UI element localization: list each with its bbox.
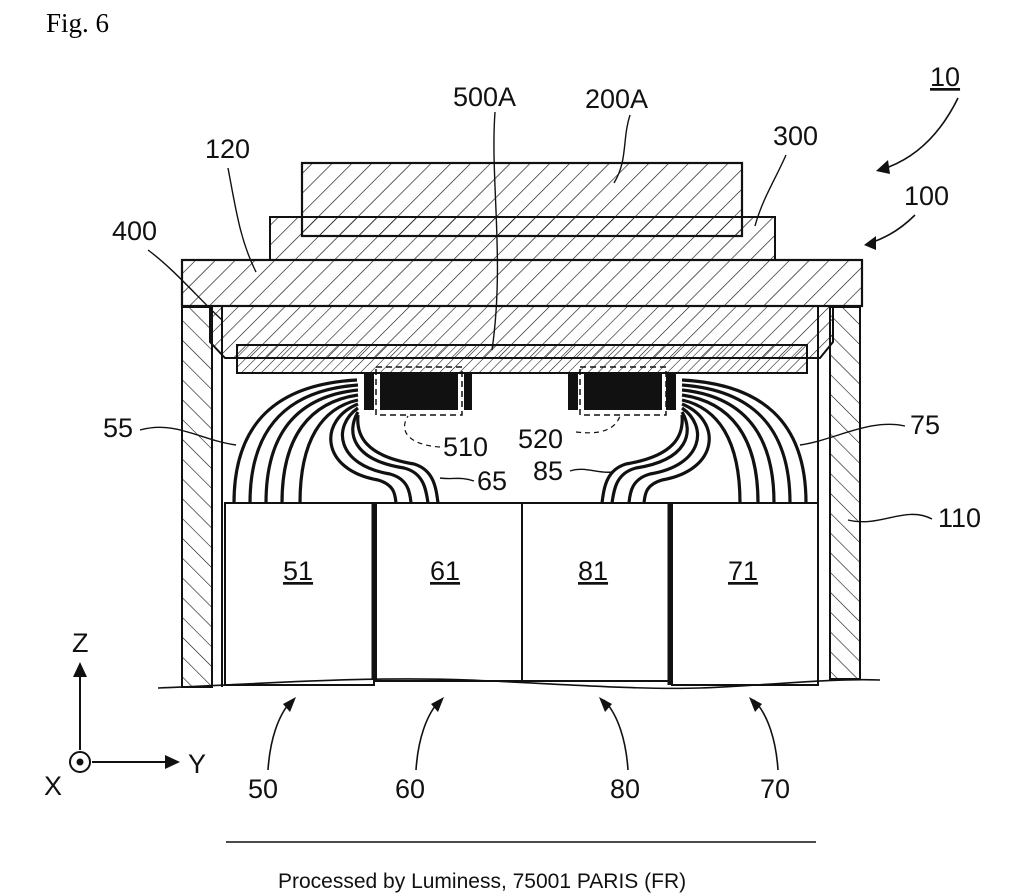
y-arrowhead xyxy=(165,755,180,769)
lid-120 xyxy=(182,260,862,306)
label-board: 500A xyxy=(453,82,516,112)
leader-spacer xyxy=(755,155,786,226)
module-71 xyxy=(672,503,818,685)
arrowhead-device-ref xyxy=(876,160,890,174)
label-group-50: 50 xyxy=(248,774,278,804)
label-cable-mid-right: 85 xyxy=(533,456,563,486)
leader-cable-mid-right xyxy=(570,469,612,472)
label-module-61: 61 xyxy=(430,556,460,586)
leader-device-ref xyxy=(880,98,958,170)
leader-lid xyxy=(228,168,256,272)
leader-chip-left xyxy=(405,416,440,447)
label-module-51: 51 xyxy=(283,556,313,586)
label-lid: 120 xyxy=(205,134,250,164)
label-module-71: 71 xyxy=(728,556,758,586)
group-50: 50 xyxy=(248,697,296,804)
label-cable-mid-left: 65 xyxy=(477,466,507,496)
footer-text: Processed by Luminess, 75001 PARIS (FR) xyxy=(278,870,686,893)
figure-title: Fig. 6 xyxy=(46,8,109,38)
leader-chip-right xyxy=(576,416,620,433)
chip-200A xyxy=(302,163,742,236)
label-cable-left: 55 xyxy=(103,413,133,443)
group-60: 60 xyxy=(395,697,444,804)
group-80: 80 xyxy=(599,697,640,804)
z-arrowhead xyxy=(73,662,87,677)
group-70: 70 xyxy=(749,697,790,804)
label-housing: 100 xyxy=(904,181,949,211)
label-group-80: 80 xyxy=(610,774,640,804)
label-module-81: 81 xyxy=(578,556,608,586)
chip-510 xyxy=(364,367,472,415)
label-spacer: 300 xyxy=(773,121,818,151)
board-500A xyxy=(237,345,807,373)
housing-wall-right xyxy=(818,307,860,679)
label-cable-right: 75 xyxy=(910,410,940,440)
chip-520 xyxy=(568,367,676,415)
housing-wall-left xyxy=(182,307,222,687)
label-axis-x: X xyxy=(44,771,62,801)
arrowhead-housing xyxy=(864,236,876,250)
label-axis-y: Y xyxy=(188,749,206,779)
leader-housing xyxy=(870,215,915,243)
label-axis-z: Z xyxy=(72,628,89,658)
label-chip-right: 520 xyxy=(518,424,563,454)
label-plate: 400 xyxy=(112,216,157,246)
leader-cable-mid-left xyxy=(440,478,474,481)
label-chip: 200A xyxy=(585,84,648,114)
module-81 xyxy=(522,503,670,681)
label-group-70: 70 xyxy=(760,774,790,804)
module-61 xyxy=(376,503,522,681)
module-51 xyxy=(225,503,374,685)
x-axis-dot xyxy=(77,759,84,766)
label-wall: 110 xyxy=(938,503,981,533)
label-chip-left: 510 xyxy=(443,432,488,462)
label-device-ref: 10 xyxy=(930,62,960,92)
label-group-60: 60 xyxy=(395,774,425,804)
